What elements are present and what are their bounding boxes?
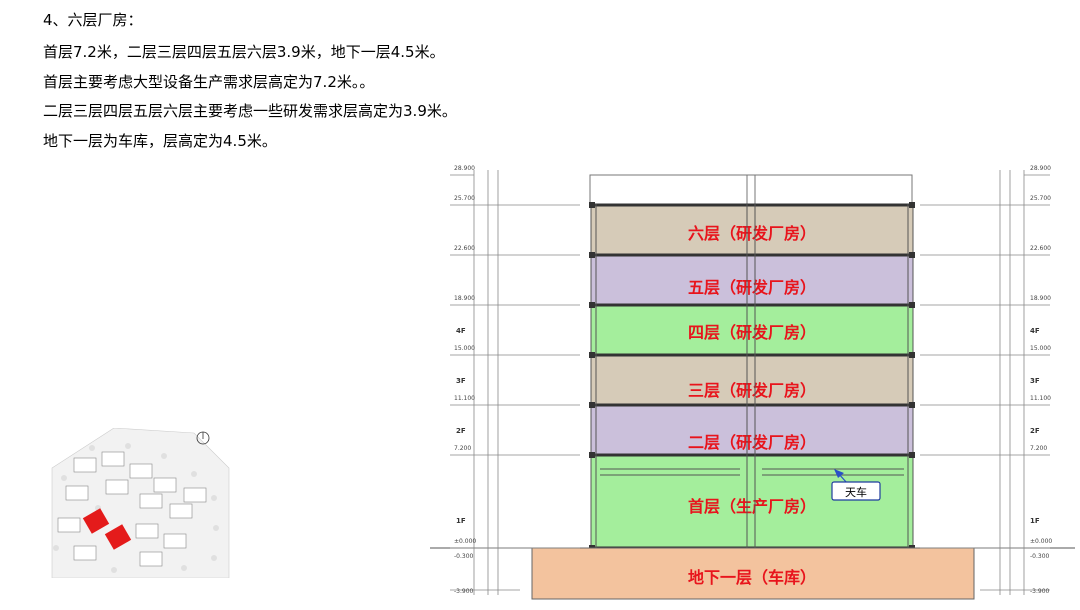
elev-left-6: 7.200 bbox=[454, 445, 471, 452]
elev-right-7: ±0.000 bbox=[1030, 538, 1052, 545]
floor-3-label: 三层（研发厂房） bbox=[688, 381, 816, 400]
text-line-basement: 地下一层为车库，层高定为4.5米。 bbox=[43, 132, 277, 150]
floor-1-label: 首层（生产厂房） bbox=[688, 497, 816, 516]
elev-left-4: 15.000 bbox=[454, 345, 475, 352]
left-dimension-lines bbox=[450, 170, 580, 595]
floor-tag-left-2f: 2F bbox=[456, 427, 466, 435]
elev-right-6: 7.200 bbox=[1030, 445, 1047, 452]
site-highlighted-building bbox=[82, 508, 132, 550]
left-floor-tags: 4F 3F 2F 1F bbox=[456, 327, 466, 525]
floor-block-6: 六层（研发厂房） bbox=[590, 203, 914, 255]
site-buildings bbox=[57, 451, 207, 567]
floor-tag-left-4f: 4F bbox=[456, 327, 466, 335]
text-line-ground-floor: 首层主要考虑大型设备生产需求层高定为7.2米。。 bbox=[43, 73, 375, 91]
floor-block-1: 首层（生产厂房） bbox=[590, 453, 914, 549]
elev-left-8: -0.300 bbox=[454, 553, 474, 560]
site-trees bbox=[53, 443, 219, 573]
elev-right-1: 25.700 bbox=[1030, 195, 1051, 202]
elev-left-7: ±0.000 bbox=[454, 538, 476, 545]
heading-line: 4、六层厂房： bbox=[43, 11, 143, 29]
site-plan-thumbnail bbox=[44, 428, 234, 578]
elev-left-1: 25.700 bbox=[454, 195, 475, 202]
crane-rails bbox=[600, 468, 904, 476]
elev-left-0: 28.900 bbox=[454, 165, 475, 172]
elev-left-5: 11.100 bbox=[454, 395, 475, 402]
left-elevation-labels: 28.900 25.700 22.600 18.900 15.000 11.10… bbox=[454, 165, 476, 595]
text-line-upper-floors: 二层三层四层五层六层主要考虑一些研发需求层高定为3.9米。 bbox=[43, 102, 457, 120]
floor-block-4: 四层（研发厂房） bbox=[590, 303, 914, 355]
elev-left-3: 18.900 bbox=[454, 295, 475, 302]
floor-tag-right-3f: 3F bbox=[1030, 377, 1040, 385]
floor-4-label: 四层（研发厂房） bbox=[688, 323, 816, 342]
text-line-heights: 首层7.2米，二层三层四层五层六层3.9米，地下一层4.5米。 bbox=[43, 43, 445, 61]
floor-6-label: 六层（研发厂房） bbox=[688, 224, 816, 243]
right-floor-tags: 4F 3F 2F 1F bbox=[1030, 327, 1040, 525]
floor-6-fill bbox=[590, 203, 914, 255]
floor-4-fill bbox=[590, 303, 914, 355]
elev-right-9: -3.900 bbox=[1030, 588, 1050, 595]
floor-block-2: 二层（研发厂房） bbox=[590, 403, 914, 455]
elev-right-0: 28.900 bbox=[1030, 165, 1051, 172]
basement-label: 地下一层（车库） bbox=[688, 568, 816, 587]
elev-right-2: 22.600 bbox=[1030, 245, 1051, 252]
floor-tag-right-4f: 4F bbox=[1030, 327, 1040, 335]
elev-right-4: 15.000 bbox=[1030, 345, 1051, 352]
building-section-diagram: 六层（研发厂房） 五层（研发厂房） 四层（研发厂房） 三层（研发厂房） 二层（研… bbox=[430, 165, 1075, 600]
parapet bbox=[589, 174, 913, 205]
basement-fill bbox=[531, 547, 975, 600]
floor-block-5: 五层（研发厂房） bbox=[590, 253, 914, 305]
elev-right-5: 11.100 bbox=[1030, 395, 1051, 402]
crane-callout: 天车 bbox=[831, 469, 881, 501]
elev-right-3: 18.900 bbox=[1030, 295, 1051, 302]
floor-tag-right-1f: 1F bbox=[1030, 517, 1040, 525]
floor-5-label: 五层（研发厂房） bbox=[688, 278, 816, 297]
floor-slabs bbox=[590, 203, 914, 550]
floor-block-3: 三层（研发厂房） bbox=[590, 353, 914, 405]
elev-right-8: -0.300 bbox=[1030, 553, 1050, 560]
floor-tag-left-3f: 3F bbox=[456, 377, 466, 385]
right-elevation-labels: 28.900 25.700 22.600 18.900 15.000 11.10… bbox=[1030, 165, 1052, 595]
elev-left-9: -3.900 bbox=[454, 588, 474, 595]
crane-label: 天车 bbox=[845, 485, 867, 499]
right-dimension-lines bbox=[920, 170, 1050, 595]
basement-block: 地下一层（车库） bbox=[531, 547, 975, 600]
floor-tag-right-2f: 2F bbox=[1030, 427, 1040, 435]
elev-left-2: 22.600 bbox=[454, 245, 475, 252]
floor-tag-left-1f: 1F bbox=[456, 517, 466, 525]
columns bbox=[595, 204, 909, 548]
floor-3-fill bbox=[590, 353, 914, 405]
floor-2-label: 二层（研发厂房） bbox=[688, 433, 816, 452]
